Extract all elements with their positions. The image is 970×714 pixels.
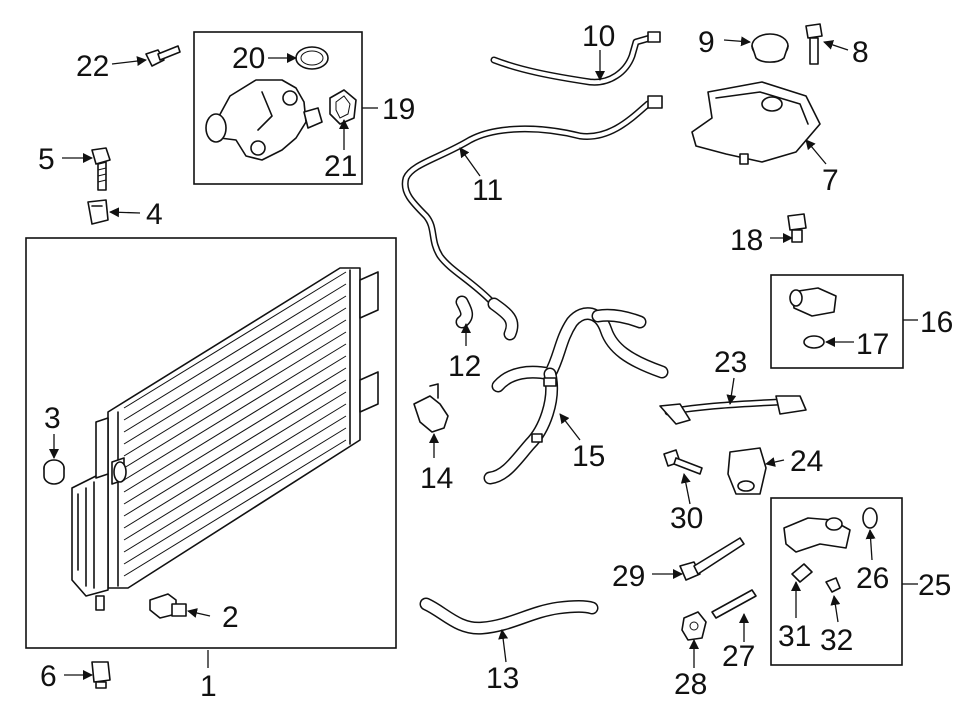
callout-12: 12 <box>448 350 481 383</box>
callout-13: 13 <box>486 662 519 695</box>
coolant-sensor-16 <box>789 287 837 317</box>
callout-3: 3 <box>44 402 61 435</box>
callout-19: 19 <box>382 93 415 126</box>
radiator-bushing <box>43 459 65 485</box>
heater-tube-10 <box>490 31 661 86</box>
callout-29: 29 <box>612 560 645 593</box>
bolt-29 <box>679 537 745 581</box>
callout-21: 21 <box>324 150 357 183</box>
callout-22: 22 <box>76 50 109 83</box>
bypass-hose-12 <box>455 295 474 329</box>
coolant-hose-15 <box>483 307 669 485</box>
callout-5: 5 <box>38 143 55 176</box>
sensor-group-box <box>770 274 904 369</box>
callout-17: 17 <box>856 328 889 361</box>
callout-31: 31 <box>778 620 811 653</box>
coolant-bracket-25 <box>783 517 851 553</box>
callout-6: 6 <box>40 660 57 693</box>
callout-9: 9 <box>698 26 715 59</box>
gasket-21 <box>329 89 357 125</box>
heater-tube-11 <box>401 95 663 341</box>
radiator-mount <box>91 661 111 689</box>
leader-lines <box>49 36 918 680</box>
water-outlet-24 <box>727 447 767 495</box>
callout-10: 10 <box>582 20 615 53</box>
washer-17 <box>803 335 825 349</box>
stud-27 <box>711 589 757 619</box>
callout-16: 16 <box>920 306 953 339</box>
callout-32: 32 <box>820 624 853 657</box>
callout-4: 4 <box>146 198 163 231</box>
nut-28 <box>681 611 707 641</box>
temperature-sensor <box>149 593 187 619</box>
radiator <box>71 267 379 611</box>
callout-2: 2 <box>222 601 239 634</box>
callout-30: 30 <box>670 502 703 535</box>
hose-bracket-14 <box>413 383 449 433</box>
callout-11: 11 <box>472 174 503 207</box>
bolt-22 <box>145 45 181 67</box>
callout-26: 26 <box>856 562 889 595</box>
callout-18: 18 <box>730 224 763 257</box>
callout-labels: 1 2 3 4 5 6 7 8 9 10 11 12 13 14 15 16 1… <box>38 20 953 703</box>
callout-27: 27 <box>722 640 755 673</box>
retainer-clip <box>87 199 109 225</box>
callout-15: 15 <box>572 440 605 473</box>
coolant-tube-23 <box>659 395 807 425</box>
callout-23: 23 <box>714 346 747 379</box>
reservoir-cap <box>751 33 789 63</box>
bolt-5 <box>91 147 111 191</box>
callout-7: 7 <box>822 164 839 197</box>
callout-20: 20 <box>232 42 265 75</box>
bolt-30 <box>663 449 703 475</box>
callout-14: 14 <box>420 462 453 495</box>
bolt-8 <box>805 23 823 65</box>
callout-1: 1 <box>200 670 217 703</box>
radiator-group-box <box>25 237 397 649</box>
callout-25: 25 <box>918 569 951 602</box>
lower-radiator-hose <box>419 597 599 635</box>
washer-26 <box>862 507 878 529</box>
water-outlet-housing <box>205 79 323 161</box>
plug-31 <box>791 563 813 583</box>
callout-8: 8 <box>852 36 869 69</box>
o-ring-20 <box>295 46 329 70</box>
callout-28: 28 <box>674 668 707 701</box>
clip-32 <box>825 577 841 593</box>
callout-24: 24 <box>790 445 823 478</box>
coolant-reservoir <box>691 81 821 165</box>
bracket-group-box <box>770 497 903 666</box>
